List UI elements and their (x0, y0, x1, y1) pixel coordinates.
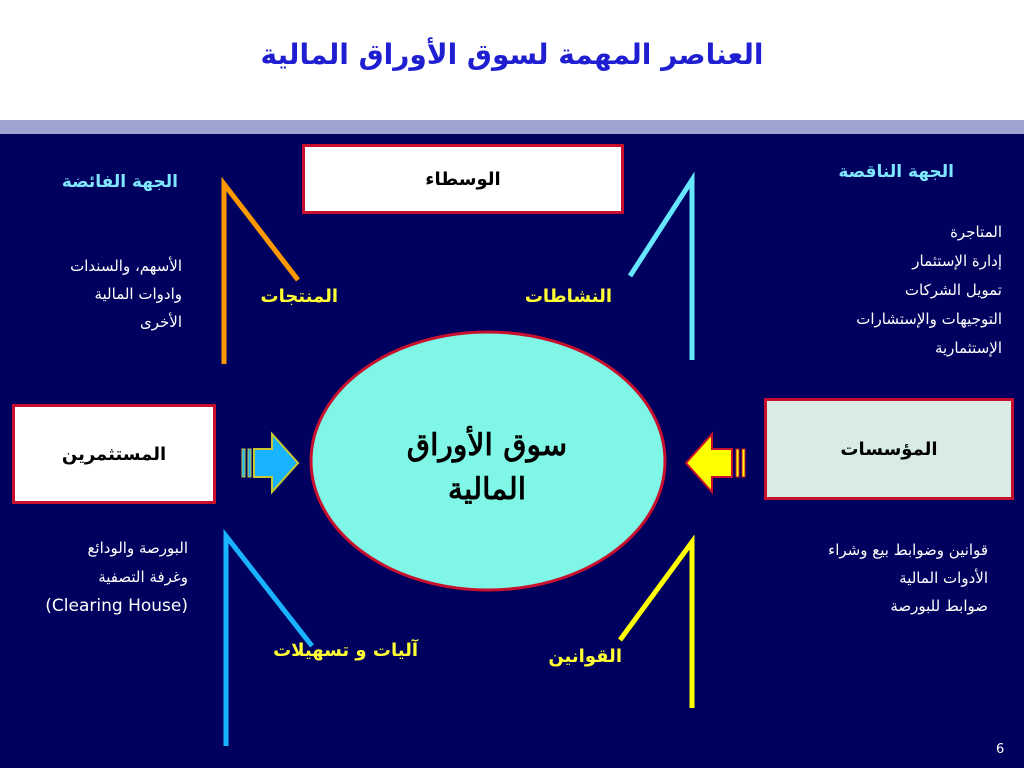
activities-label: النشاطات (524, 286, 612, 307)
surplus-line: الأخرى (139, 313, 182, 331)
regulations-line: قوانين وضوابط بيع وشراء (828, 541, 988, 559)
page-number: 6 (996, 742, 1005, 757)
mechanisms-label: آليات و تسهيلات (273, 640, 418, 661)
diagram-canvas (221, 171, 746, 746)
products-label: المنتجات (260, 286, 338, 307)
slide-header: العناصر المهمة لسوق الأوراق المالية (0, 0, 1024, 120)
institutions-box: المؤسسات (764, 398, 1014, 500)
securities-market-ellipse (309, 330, 667, 592)
investors-arrow-icon (241, 431, 300, 495)
surplus-line: وادوات المالية (94, 285, 182, 303)
exchange-line: البورصة والودائع (87, 539, 188, 557)
investors-label: المستثمرين (61, 443, 167, 465)
deficit-list: المتاجرة إدارة الإستثمار تمويل الشركات ا… (856, 218, 1002, 363)
regulations-line: الأدوات المالية (899, 569, 988, 587)
diagram-stage: الوسطاء المستثمرين المؤسسات سوق الأوراق … (0, 134, 1024, 768)
laws-label: القوانين (548, 646, 622, 667)
slide-title: العناصر المهمة لسوق الأوراق المالية (260, 38, 764, 71)
regulations-line: ضوابط للبورصة (890, 597, 988, 615)
center-label: سوق الأوراق المالية (362, 424, 612, 512)
intermediaries-label: الوسطاء (425, 168, 501, 190)
surplus-list: الأسهم، والسندات وادوات المالية الأخرى (70, 252, 182, 336)
laws-connector-line (617, 534, 695, 708)
intermediaries-box: الوسطاء (302, 144, 624, 214)
exchange-line: وغرفة التصفية (98, 568, 188, 586)
deficit-line: التوجيهات والإستشارات (856, 310, 1002, 328)
activities-connector-line (627, 171, 695, 360)
center-label-line2: المالية (447, 472, 527, 507)
regulations-list: قوانين وضوابط بيع وشراء الأدوات المالية … (828, 536, 988, 620)
exchange-line: (Clearing House) (45, 596, 188, 616)
mechanisms-connector-line (223, 528, 314, 746)
investors-box: المستثمرين (12, 404, 216, 504)
institutions-arrow-icon (684, 431, 746, 495)
surplus-heading: الجهة الفائضة (61, 172, 178, 192)
surplus-line: الأسهم، والسندات (70, 257, 182, 275)
deficit-line: تمويل الشركات (904, 281, 1002, 299)
header-divider-band (0, 120, 1024, 134)
deficit-line: إدارة الإستثمار (912, 252, 1002, 270)
products-connector-line (221, 176, 300, 364)
exchange-list: البورصة والودائع وغرفة التصفية (Clearing… (45, 534, 188, 621)
deficit-line: المتاجرة (950, 223, 1002, 241)
institutions-label: المؤسسات (840, 438, 938, 460)
center-label-line1: سوق الأوراق (406, 428, 568, 463)
deficit-line: الإستثمارية (934, 339, 1002, 357)
deficit-heading: الجهة الناقصة (838, 162, 954, 182)
